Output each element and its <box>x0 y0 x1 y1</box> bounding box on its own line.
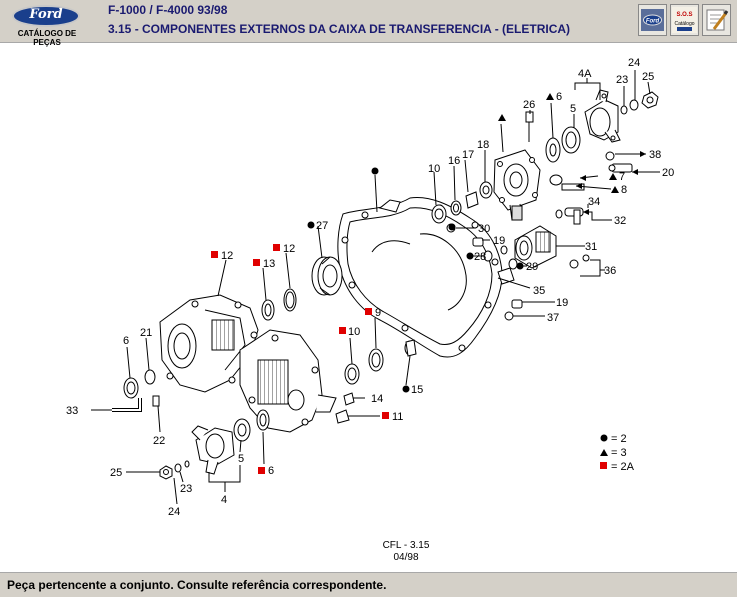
legend-triangle-icon <box>600 449 608 456</box>
marker-dots <box>307 167 524 393</box>
label-28[interactable]: 28 <box>474 251 486 263</box>
rings-9-10-15-shape <box>344 339 417 385</box>
leader-arrows <box>576 151 646 215</box>
label-5[interactable]: 5 <box>570 103 576 115</box>
yoke-4A-shape <box>584 89 621 143</box>
label-15[interactable]: 15 <box>411 384 423 396</box>
header-toolbar: Ford S.O.S Catálogo <box>638 4 731 36</box>
label-14[interactable]: 14 <box>371 393 383 405</box>
label-21[interactable]: 21 <box>140 327 152 339</box>
label-27[interactable]: 27 <box>316 220 328 232</box>
rear-housing-shape <box>337 196 503 358</box>
logo-subtitle: CATÁLOGO DE PEÇAS <box>17 29 77 47</box>
label-33[interactable]: 33 <box>66 405 78 417</box>
ford-home-icon[interactable]: Ford <box>638 4 667 36</box>
edit-notes-icon[interactable] <box>702 4 731 36</box>
label-26[interactable]: 26 <box>523 99 535 111</box>
bearing-27-shape <box>311 256 343 296</box>
label-10[interactable]: 10 <box>428 163 440 175</box>
label-8[interactable]: 8 <box>621 184 627 196</box>
label-11[interactable]: 11 <box>392 411 403 423</box>
label-32[interactable]: 32 <box>614 215 626 227</box>
front-yoke-4-shape <box>159 409 270 480</box>
sos-sub-label: Catálogo <box>674 21 694 27</box>
label-4A[interactable]: 4A <box>578 68 592 80</box>
washer-6-upper-shape <box>545 137 561 163</box>
label-13[interactable]: 13 <box>263 258 275 270</box>
marker-legend: = 2 = 3 = 2A <box>600 433 635 473</box>
page-subtitle: 3.15 - COMPONENTES EXTERNOS DA CAIXA DE … <box>108 22 571 36</box>
label-23-lower[interactable]: 23 <box>180 483 192 495</box>
legend-dot-icon <box>600 434 608 442</box>
legend-triangle-text: = 3 <box>611 447 627 459</box>
bolt-26-shape <box>525 111 534 142</box>
rings-10-18-shape <box>431 181 493 224</box>
shift-motor-shape <box>497 225 557 285</box>
legend-square-text: = 2A <box>611 461 635 473</box>
label-10-lower[interactable]: 10 <box>348 326 360 338</box>
svg-text:Ford: Ford <box>646 19 660 25</box>
label-37[interactable]: 37 <box>547 312 559 324</box>
footer-bar: Peça pertencente a conjunto. Consulte re… <box>0 572 737 597</box>
sensor-38-20-shape <box>549 151 633 191</box>
label-25[interactable]: 25 <box>642 71 654 83</box>
ford-oval-icon <box>12 5 80 27</box>
rings-12-13-shape <box>261 288 297 321</box>
label-19[interactable]: 19 <box>493 235 505 247</box>
part-labels: 4A 24 25 23 5 26 6 38 20 7 8 34 32 10 16… <box>66 57 674 518</box>
marker-triangles <box>498 93 619 193</box>
logo-text: Ford <box>29 7 63 22</box>
footer-note: Peça pertencente a conjunto. Consulte re… <box>7 578 387 592</box>
label-12[interactable]: 12 <box>221 250 233 262</box>
label-6[interactable]: 6 <box>556 91 562 103</box>
label-35[interactable]: 35 <box>533 285 545 297</box>
front-housing-shape <box>159 294 259 393</box>
label-6-left[interactable]: 6 <box>123 335 129 347</box>
label-31[interactable]: 31 <box>585 241 597 253</box>
label-22[interactable]: 22 <box>153 435 165 447</box>
label-16[interactable]: 16 <box>448 155 460 167</box>
label-20[interactable]: 20 <box>662 167 674 179</box>
label-34[interactable]: 34 <box>588 196 600 208</box>
label-30[interactable]: 30 <box>478 223 490 235</box>
parts-11-14-shape <box>335 392 355 424</box>
rear-retainer-shape <box>493 149 541 221</box>
label-25-lower[interactable]: 25 <box>110 467 122 479</box>
legend-square-icon <box>600 462 607 469</box>
header-bar: Ford CATÁLOGO DE PEÇAS F-1000 / F-4000 9… <box>0 0 737 47</box>
label-6-lower[interactable]: 6 <box>268 465 274 477</box>
label-19-lower[interactable]: 19 <box>556 297 568 309</box>
drawing-reference: CFL - 3.15 04/98 <box>360 540 452 564</box>
front-left-small-parts-shape <box>112 369 160 412</box>
middle-housing-shape <box>239 329 337 433</box>
marker-squares <box>211 244 389 474</box>
clip-34-shape <box>555 207 584 225</box>
label-4[interactable]: 4 <box>221 494 227 506</box>
label-29[interactable]: 29 <box>526 261 538 273</box>
label-24-lower[interactable]: 24 <box>168 506 180 518</box>
label-36[interactable]: 36 <box>604 265 616 277</box>
label-5-lower[interactable]: 5 <box>238 453 244 465</box>
label-23[interactable]: 23 <box>616 74 628 86</box>
label-24[interactable]: 24 <box>628 57 640 69</box>
sos-label: S.O.S <box>676 12 692 18</box>
leader-lines <box>91 70 660 505</box>
exploded-parts-diagram: 4A 24 25 23 5 26 6 38 20 7 8 34 32 10 16… <box>66 57 674 518</box>
ford-logo[interactable]: Ford CATÁLOGO DE PEÇAS <box>6 2 88 47</box>
label-38[interactable]: 38 <box>649 149 661 161</box>
page-title: F-1000 / F-4000 93/98 <box>108 3 228 17</box>
sos-catalogo-icon[interactable]: S.O.S Catálogo <box>670 4 699 36</box>
drawing-code: CFL - 3.15 <box>382 540 430 551</box>
label-18[interactable]: 18 <box>477 139 489 151</box>
label-9[interactable]: 9 <box>375 307 381 319</box>
label-7[interactable]: 7 <box>619 171 625 183</box>
seal-5-upper-shape <box>561 126 581 154</box>
legend-dot-text: = 2 <box>611 433 627 445</box>
drawing-date: 04/98 <box>393 552 419 563</box>
label-17[interactable]: 17 <box>462 149 474 161</box>
nut-25-upper-shape <box>620 91 659 115</box>
label-12-right[interactable]: 12 <box>283 243 295 255</box>
